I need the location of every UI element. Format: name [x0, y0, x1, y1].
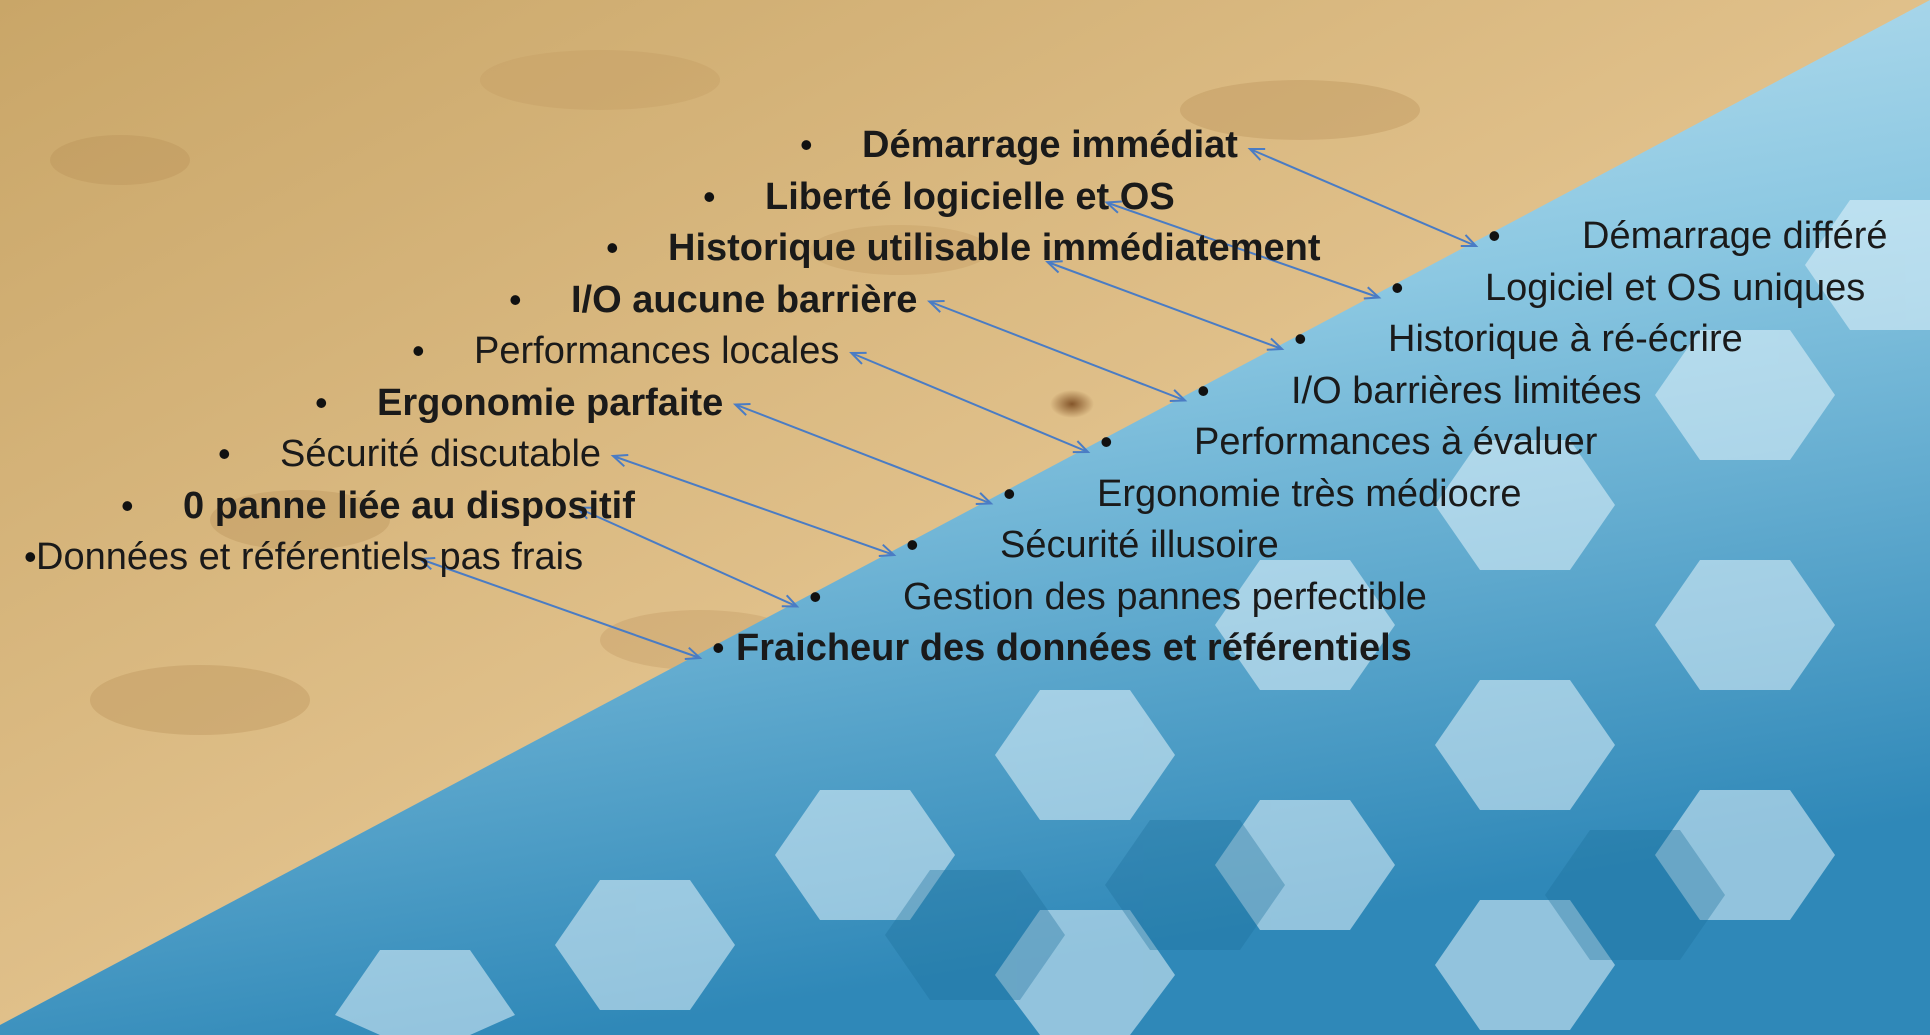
right-item: Historique à ré-écrire	[1388, 318, 1743, 360]
right-bullet: •	[1391, 266, 1404, 308]
right-item: Logiciel et OS uniques	[1485, 266, 1866, 309]
hexagon-pattern-dark	[885, 820, 1725, 1000]
right-bullet: •	[809, 575, 822, 617]
left-bullet: •	[218, 433, 231, 474]
left-bullet: •	[412, 330, 425, 371]
right-bullet: •	[1488, 215, 1501, 256]
left-bullet: •	[315, 381, 328, 423]
right-item: Ergonomie très médiocre	[1097, 472, 1522, 515]
left-item: Démarrage immédiat	[862, 124, 1238, 166]
right-bullet: •	[906, 524, 919, 565]
left-bullet: •	[24, 536, 37, 577]
sand-stain	[1050, 390, 1094, 418]
left-item: Historique utilisable immédiatement	[668, 227, 1321, 269]
right-item: I/O barrières limitées	[1291, 369, 1642, 412]
right-item: Performances à évaluer	[1194, 421, 1598, 463]
left-bullet: •	[800, 124, 813, 165]
left-item: Performances locales	[474, 330, 840, 372]
right-item: Sécurité illusoire	[1000, 524, 1279, 566]
left-item: I/O aucune barrière	[571, 278, 918, 321]
left-bullet: •	[606, 227, 619, 268]
left-bullet: •	[121, 484, 134, 526]
right-bullet: •	[1003, 472, 1016, 514]
left-item: Ergonomie parfaite	[377, 381, 724, 424]
right-bullet: •	[712, 627, 725, 668]
left-item: Liberté logicielle et OS	[765, 175, 1175, 218]
left-item: Sécurité discutable	[280, 433, 602, 475]
right-item: Démarrage différé	[1582, 215, 1888, 257]
right-bullet: •	[1294, 318, 1307, 359]
hexagon-pattern	[335, 200, 1930, 1035]
right-item: Fraicheur des données et référentiels	[736, 627, 1412, 669]
left-bullet: •	[509, 278, 522, 320]
right-bullet: •	[1197, 369, 1210, 411]
left-item: 0 panne liée au dispositif	[183, 484, 635, 527]
right-bullet: •	[1100, 421, 1113, 462]
left-bullet: •	[703, 175, 716, 217]
left-item: Données et référentiels pas frais	[36, 536, 584, 578]
right-item: Gestion des pannes perfectible	[903, 575, 1427, 618]
